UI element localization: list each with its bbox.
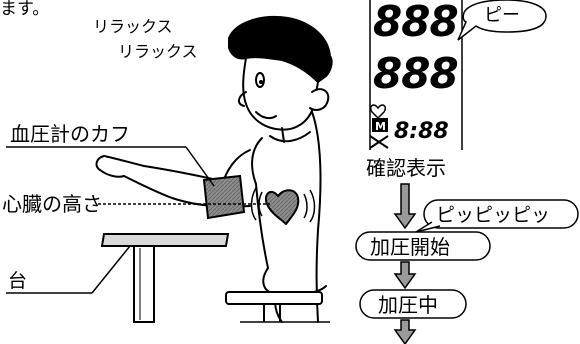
pulse-icon [369, 104, 387, 120]
lcd-time: 8:88 [394, 119, 449, 144]
beep-bubble: ピー [457, 0, 547, 41]
memory-symbol: M [375, 120, 386, 133]
beeps-bubble: ピッピッピッ [415, 199, 579, 233]
memory-icon [372, 118, 388, 132]
cuff-shape [202, 174, 246, 220]
heart-height-label: 心臓の高さ [2, 192, 102, 216]
cuff-label: 血圧計のカフ [10, 122, 130, 146]
chair [225, 291, 323, 322]
person-figure [95, 16, 333, 323]
step-confirm: 確認表示 [366, 156, 446, 180]
step-start-pressurize: 加圧開始 [370, 235, 450, 259]
stand [100, 233, 230, 323]
mute-icon [369, 135, 389, 149]
flow-arrow-3 [393, 319, 417, 344]
step-start-box [355, 231, 491, 261]
lcd-row-1: 888 [373, 0, 458, 46]
step-pressurizing-box [359, 289, 467, 319]
relax-text-2: リラックス [118, 42, 198, 61]
step-pressurizing: 加圧中 [378, 293, 438, 317]
stand-label: 台 [8, 270, 27, 292]
beep-text: ピー [484, 5, 520, 26]
relax-text-1: リラックス [93, 17, 173, 36]
flow-arrow-1 [393, 183, 417, 230]
beeps-text: ピッピッピッ [436, 204, 550, 226]
lcd-display: 888 888 M 8:88 [369, 0, 463, 150]
lcd-row-2: 888 [373, 49, 458, 98]
top-text-fragment: ます。 [0, 0, 49, 19]
flow-arrow-2 [393, 261, 417, 290]
